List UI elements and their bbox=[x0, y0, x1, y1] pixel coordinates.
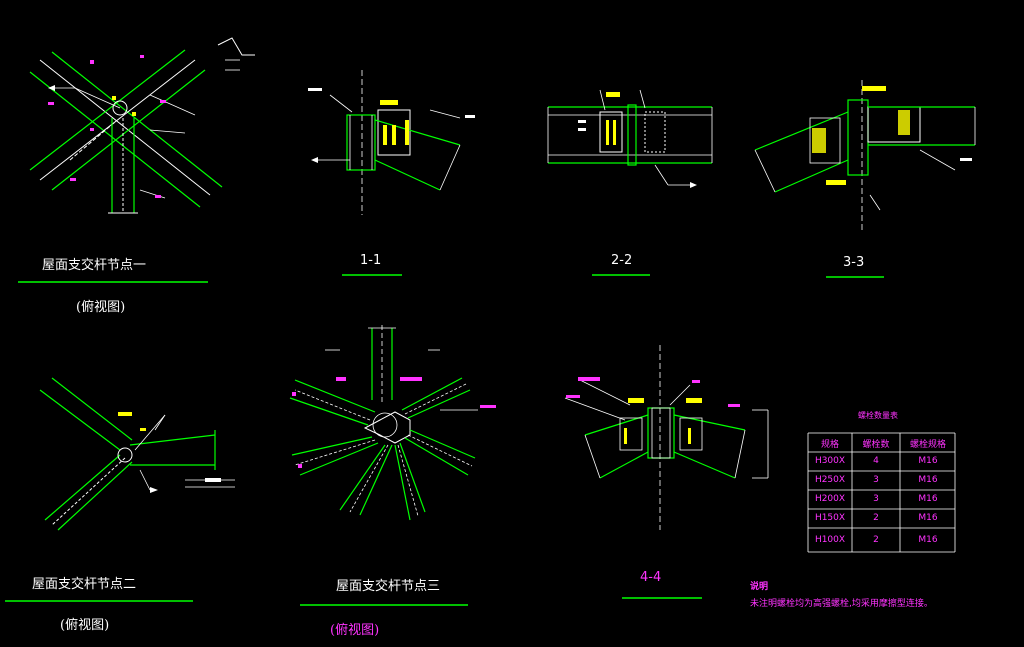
table-cell: H300X bbox=[814, 456, 846, 466]
table-cell: 3 bbox=[873, 494, 879, 504]
node2-drawing bbox=[5, 377, 235, 602]
table-cell: H150X bbox=[814, 513, 846, 523]
node1-subtitle: (俯视图) bbox=[76, 300, 126, 315]
section-3-3-label: 3-3 bbox=[843, 255, 865, 270]
notes-body: 未注明螺栓均为高强螺栓,均采用摩擦型连接。 bbox=[750, 599, 933, 609]
table-cell: H100X bbox=[814, 535, 846, 545]
table-cell: M16 bbox=[918, 535, 938, 545]
notes-heading: 说明 bbox=[750, 582, 769, 592]
table-cell: M16 bbox=[918, 494, 938, 504]
table-cell: M16 bbox=[918, 513, 938, 523]
table-header-bolt: 螺栓规格 bbox=[909, 440, 946, 450]
node2-title: 屋面支交杆节点二 bbox=[32, 577, 137, 592]
table-cell: 2 bbox=[873, 513, 879, 523]
table-cell: 3 bbox=[873, 475, 879, 485]
section-1-1-label: 1-1 bbox=[360, 253, 382, 268]
node3-title: 屋面支交杆节点三 bbox=[336, 579, 441, 594]
table-cell: 2 bbox=[873, 535, 879, 545]
node1-title: 屋面支交杆节点一 bbox=[42, 258, 147, 273]
section-4-4-label: 4-4 bbox=[640, 570, 662, 585]
section-1-1-drawing bbox=[308, 70, 475, 276]
section-2-2-drawing bbox=[547, 89, 713, 276]
section-3-3-drawing bbox=[754, 80, 976, 278]
table-cell: M16 bbox=[918, 475, 938, 485]
table-cell: M16 bbox=[918, 456, 938, 466]
node1-drawing bbox=[18, 37, 255, 283]
bolt-table-grid bbox=[807, 432, 956, 553]
table-cell: 4 bbox=[873, 456, 879, 466]
bolt-table-title: 螺栓数量表 bbox=[858, 411, 898, 420]
table-header-count: 螺栓数 bbox=[862, 440, 890, 450]
table-cell: H200X bbox=[814, 494, 846, 504]
section-4-4-drawing bbox=[564, 345, 769, 599]
node3-drawing bbox=[289, 325, 496, 606]
node3-subtitle: (俯视图) bbox=[330, 623, 380, 638]
node2-subtitle: (俯视图) bbox=[60, 618, 110, 633]
table-header-spec: 规格 bbox=[820, 440, 839, 450]
section-2-2-label: 2-2 bbox=[611, 253, 633, 268]
table-cell: H250X bbox=[814, 475, 846, 485]
